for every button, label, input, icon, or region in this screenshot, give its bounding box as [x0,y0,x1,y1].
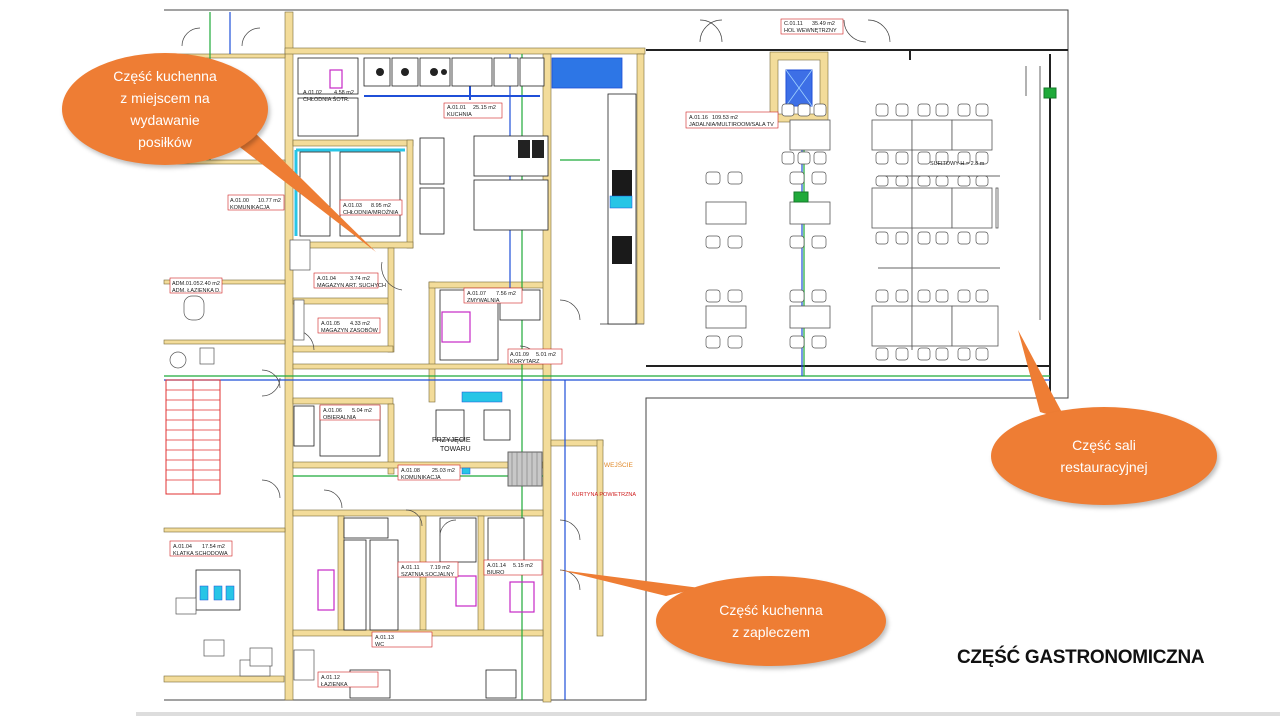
room-chlodnia-sotr-area: 4.58 m2 [334,90,354,96]
callout-dining-room: Część sali restauracyjnej [991,407,1217,505]
service-lines [164,12,1050,700]
dining-furniture [705,119,999,347]
room-biuro-name: BIURO [487,570,505,576]
room-kuchnia-code: A.01.01 [447,105,466,111]
section-title: CZĘŚĆ GASTRONOMICZNA [957,647,1205,668]
door-swings [181,19,891,591]
label-przyjecie: PRZYJĘCIE [432,437,471,444]
room-lazienka-d-code: ADM.01.05 [172,281,200,287]
room-lazienka-code: A.01.12 [321,675,340,681]
room-obieralnia-name: OBIERALNIA [323,415,356,421]
room-hol-area: 35.49 m2 [812,21,835,27]
room-komunikacja1-area: 10.77 m2 [258,198,281,204]
room-magazyn-art-code: A.01.04 [317,276,336,282]
room-chlodnia-sotr-code: A.01.02 [303,90,322,96]
dining-walls [646,49,1068,398]
room-komunikacja2-code: A.01.08 [401,468,420,474]
room-korytarz-area: 5.01 m2 [536,352,556,358]
building-outline [136,9,1280,716]
room-sala-area: 109.53 m2 [712,115,738,121]
room-kuchnia-name: KUCHNIA [447,112,472,118]
room-korytarz-code: A.01.09 [510,352,529,358]
room-komunikacja1-name: KOMUNIKACJA [230,205,270,211]
room-labels: C.01.11 35.49 m2 HOL WEWNĘTRZNY A.01.02 … [169,18,985,688]
room-lazienka-name: ŁAZIENKA [321,682,348,688]
staircase [165,379,221,495]
room-klatka-name: KLATKA SCHODOWA [173,551,228,557]
label-towaru: TOWARU [440,446,471,453]
room-lazienka-d-area: 2.40 m2 [200,281,220,287]
room-zmywalnia-name: ZMYWALNIA [467,298,500,304]
room-hol-name: HOL WEWNĘTRZNY [784,28,837,34]
room-chlodnia-area: 8.95 m2 [371,203,391,209]
label-sufit: SUFITOWY H = 2.8 m [930,161,985,167]
room-obieralnia-code: A.01.06 [323,408,342,414]
room-magazyn-art-area: 3.74 m2 [350,276,370,282]
room-komunikacja2-area: 25.03 m2 [432,468,455,474]
room-magazyn-zas-name: MAGAZYN ZASOBÓW [321,327,379,334]
room-hol-code: C.01.11 [784,21,803,27]
room-kuchnia-area: 25.15 m2 [473,105,496,111]
room-sala-name: JADALNIA/MULTIROOM/SALA TV [689,122,774,128]
room-magazyn-zas-area: 4.33 m2 [350,321,370,327]
room-komunikacja2-name: KOMUNIKACJA [401,475,441,481]
label-wejscie: WEJŚCIE [604,460,634,469]
room-klatka-code: A.01.04 [173,544,192,550]
label-kurtyna: KURTYNA POWIETRZNA [572,492,636,498]
room-zmywalnia-code: A.01.07 [467,291,486,297]
room-obieralnia-area: 5.04 m2 [352,408,372,414]
room-magazyn-zas-code: A.01.05 [321,321,340,327]
room-biuro-code: A.01.14 [487,563,506,569]
callout-pointers [228,128,1066,596]
room-sala-code: A.01.16 [689,115,708,121]
kitchen-equipment [195,57,637,699]
room-biuro-area: 5.15 m2 [513,563,533,569]
room-zmywalnia-area: 7.56 m2 [496,291,516,297]
room-korytarz-name: KORYTARZ [510,359,540,365]
room-komunikacja1-code: A.01.00 [230,198,249,204]
room-wc-code: A.01.13 [375,635,394,641]
room-lazienka-d-name: ADM. ŁAZIENKA D. [172,288,221,294]
room-chlodnia-code: A.01.03 [343,203,362,209]
callout-kitchen-back: Część kuchenna z zapleczem [656,576,886,666]
room-wc-name: WC [375,642,384,648]
room-chlodnia-name: CHŁODNIA/MROŹNIA [343,209,399,216]
room-chlodnia-sotr-name: CHŁODNIA ŚOTR. [303,95,350,103]
room-szatnia-area: 7.19 m2 [430,565,450,571]
room-szatnia-name: SZATNIA SOCJALNY [401,572,454,578]
room-magazyn-art-name: MAGAZYN ART. SUCHYCH [317,283,386,289]
room-klatka-area: 17.54 m2 [202,544,225,550]
room-szatnia-code: A.01.11 [401,565,420,571]
callout-kitchen-serving: Część kuchenna z miejscem na wydawanie p… [62,53,268,165]
